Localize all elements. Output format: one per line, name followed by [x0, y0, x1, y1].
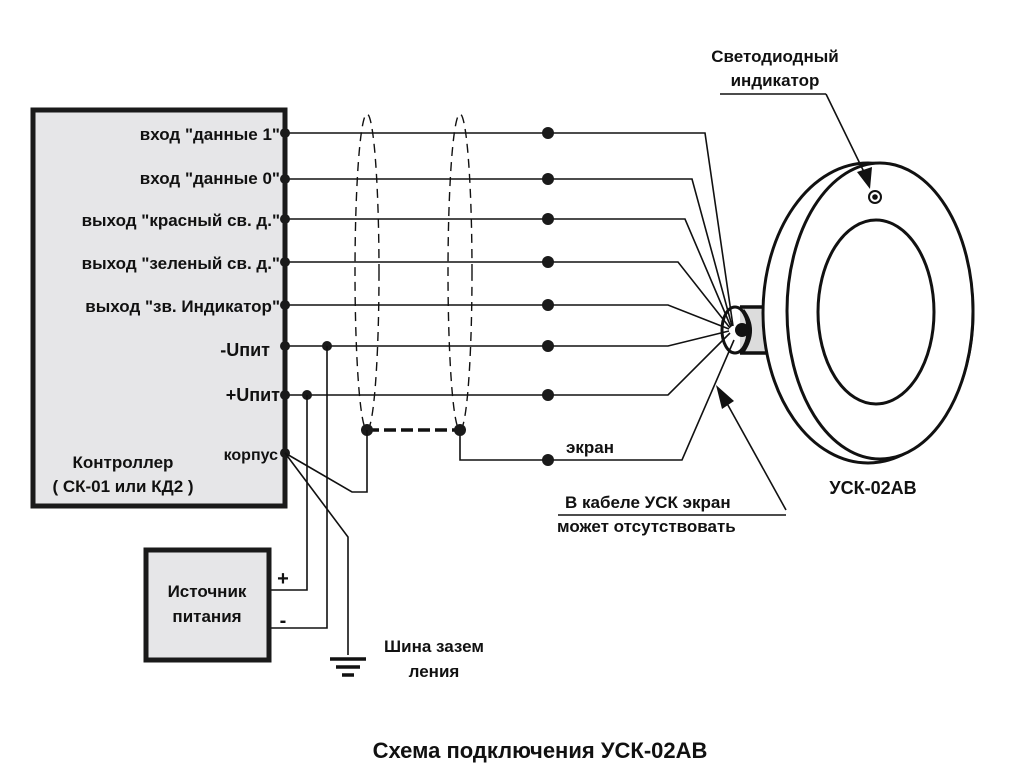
terminal-label-case: корпус	[224, 447, 279, 464]
power-minus-sign: -	[280, 610, 287, 632]
ground-label-1: Шина зазем	[384, 637, 484, 656]
wire-green-led	[285, 261, 731, 329]
power-wires	[270, 346, 368, 655]
terminal-label-plus-u: +Uпит	[226, 385, 280, 405]
terminal-label-minus-u: -Uпит	[220, 340, 270, 360]
note-line-1: В кабеле УСК экран	[565, 493, 731, 512]
diagram-caption: Схема подключения УСК-02АВ	[373, 738, 708, 763]
junction-nodes	[302, 127, 554, 466]
wire-minus-u	[285, 330, 730, 347]
terminal-label-green-led: выход "зеленый св. д."	[82, 254, 280, 273]
terminal-label-red-led: выход "красный св. д."	[82, 211, 280, 230]
wire-buzzer	[285, 304, 730, 330]
controller-terminal-nodes	[280, 128, 290, 458]
terminal-label-buzzer: выход "зв. Индикатор"	[85, 297, 280, 316]
signal-wires	[285, 132, 735, 461]
power-plus-sign: +	[277, 568, 289, 590]
led-arrow	[720, 93, 872, 189]
controller-model: ( СК-01 или КД2 )	[52, 477, 193, 496]
wire-plus-u	[285, 332, 731, 396]
wire-data1	[285, 132, 734, 327]
controller-title: Контроллер	[73, 453, 174, 472]
device-label: УСК-02АВ	[829, 478, 916, 498]
cable-shield	[354, 113, 473, 436]
shield-ellipse-right	[447, 113, 473, 431]
note-arrow	[558, 385, 787, 516]
led-label-2: индикатор	[731, 71, 820, 90]
terminal-label-data0: вход "данные 0"	[140, 169, 280, 188]
usk-02av-device	[761, 161, 975, 465]
power-supply-label-1: Источник	[168, 582, 247, 601]
power-supply-box	[143, 547, 272, 663]
wire-data0	[285, 178, 733, 327]
ground-icon	[330, 657, 366, 677]
screen-label: экран	[566, 438, 614, 457]
led-label-1: Светодиодный	[711, 47, 838, 66]
terminal-label-data1: вход "данные 1"	[140, 125, 280, 144]
shield-ellipse-left	[354, 113, 380, 431]
note-line-2: может отсутствовать	[557, 517, 736, 536]
controller-box	[30, 107, 288, 509]
ground-label-2: ления	[409, 662, 460, 681]
power-supply-label-2: питания	[172, 607, 241, 626]
wire-screen	[459, 339, 735, 461]
wire-red-led	[285, 218, 732, 328]
